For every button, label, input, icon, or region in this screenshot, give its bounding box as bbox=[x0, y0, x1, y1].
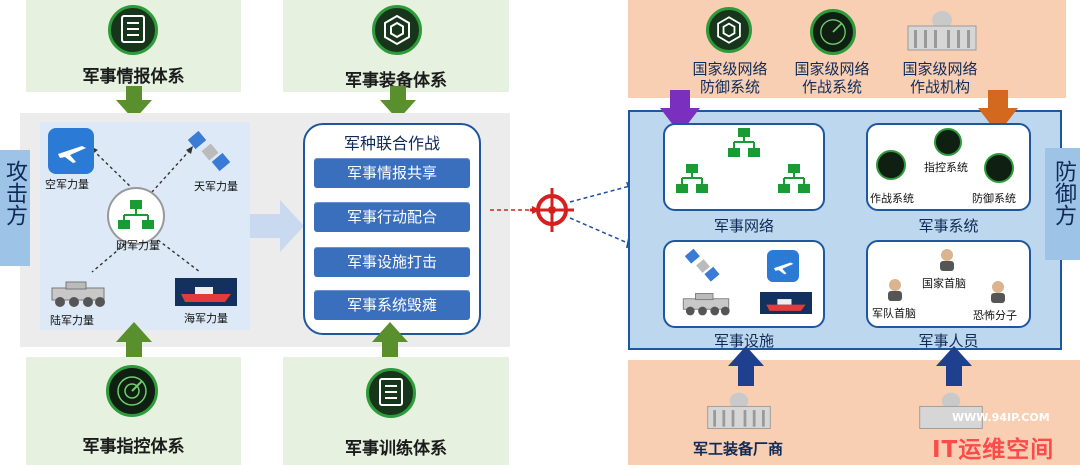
orange-down-arrow bbox=[978, 90, 1018, 134]
manufacturer-label: 军工装备厂商 bbox=[692, 440, 783, 458]
satellite-icon bbox=[187, 130, 232, 174]
attack-side-label: 攻击方 bbox=[2, 160, 27, 226]
defense-system-node-label: 防御系统 bbox=[972, 192, 1016, 205]
defense-system-radar-icon bbox=[984, 153, 1014, 183]
institution-building-icon bbox=[902, 6, 982, 56]
factory-building-icon-2 bbox=[912, 388, 990, 434]
target-crosshair-icon bbox=[490, 182, 637, 248]
op-action-coord: 军事行动配合 bbox=[314, 202, 470, 232]
command-system-radar-icon bbox=[934, 128, 962, 156]
terrorist-person-icon bbox=[988, 280, 1008, 304]
op-system-paralysis: 军事系统毁瘫 bbox=[314, 290, 470, 320]
watermark-url: WWW.94IP.COM bbox=[952, 411, 1050, 424]
combat-radar-icon bbox=[810, 9, 856, 55]
purple-down-arrow bbox=[660, 90, 700, 134]
intel-list-icon bbox=[108, 5, 158, 55]
watermark-logo: WWW.94IP.COM IT运维空间 bbox=[928, 408, 1080, 465]
navy-force-label: 海军力量 bbox=[184, 312, 228, 325]
military-person-icon bbox=[885, 278, 905, 302]
facility-satellite-icon bbox=[684, 248, 721, 284]
equipment-cube-icon bbox=[372, 5, 422, 55]
military-system-label: 军事系统 bbox=[918, 217, 979, 235]
command-system-node-label: 指控系统 bbox=[924, 161, 968, 174]
training-system-label: 军事训练体系 bbox=[345, 439, 447, 459]
training-list-icon bbox=[366, 368, 416, 418]
combat-system-node-label: 作战系统 bbox=[870, 192, 914, 205]
network-tree-icons bbox=[676, 128, 810, 193]
attack-side-label-box bbox=[0, 150, 30, 266]
factory-building-icon bbox=[700, 388, 778, 434]
facility-ship-icon bbox=[760, 292, 812, 314]
navy-up-arrow-left bbox=[728, 346, 764, 386]
terrorist-node-label: 恐怖分子 bbox=[973, 309, 1017, 322]
defense-side-label-box bbox=[1045, 148, 1080, 260]
facility-airplane-icon bbox=[767, 250, 799, 282]
combat-system-radar-icon bbox=[876, 150, 906, 180]
airplane-icon bbox=[48, 128, 94, 174]
op-facility-strike: 军事设施打击 bbox=[314, 247, 470, 277]
cyber-force-label: 网军力量 bbox=[116, 239, 160, 252]
equipment-system-label: 军事装备体系 bbox=[345, 71, 447, 91]
intel-system-label: 军事情报体系 bbox=[82, 67, 185, 87]
command-system-label: 军事指控体系 bbox=[82, 437, 185, 457]
equipment-down-arrow bbox=[380, 86, 416, 120]
defense-side-label: 防御方 bbox=[1051, 160, 1076, 226]
space-force-label: 天军力量 bbox=[194, 180, 238, 193]
military-leader-node-label: 军队首脑 bbox=[872, 307, 916, 320]
navy-up-arrow-right bbox=[936, 346, 972, 386]
leader-person-icon bbox=[937, 248, 957, 272]
manufacturer-box bbox=[628, 360, 1080, 465]
military-personnel-label: 军事人员 bbox=[918, 332, 979, 350]
army-force-label: 陆军力量 bbox=[50, 314, 94, 327]
national-combat-agency-label: 国家级网络作战机构 bbox=[902, 60, 978, 96]
air-force-label: 空军力量 bbox=[45, 178, 89, 191]
military-facility-label: 军事设施 bbox=[713, 332, 774, 350]
ship-icon bbox=[175, 278, 237, 306]
tank-icon bbox=[46, 278, 110, 310]
flow-right-arrow bbox=[250, 200, 304, 252]
op-intel-share: 军事情报共享 bbox=[314, 158, 470, 188]
command-up-arrow bbox=[116, 322, 152, 358]
intel-down-arrow bbox=[116, 86, 152, 120]
facility-tank-icon bbox=[676, 290, 736, 318]
military-network-label: 军事网络 bbox=[713, 217, 774, 235]
leader-node-label: 国家首脑 bbox=[922, 277, 966, 290]
command-radar-icon bbox=[106, 365, 158, 417]
training-up-arrow bbox=[372, 322, 408, 358]
joint-ops-title: 军种联合作战 bbox=[343, 134, 440, 153]
cyber-force-node bbox=[107, 187, 165, 245]
national-combat-system-label: 国家级网络作战系统 bbox=[794, 60, 870, 96]
watermark-brand: IT运维空间 bbox=[932, 437, 1055, 463]
defense-cube-icon bbox=[706, 7, 752, 53]
national-defense-system-label: 国家级网络防御系统 bbox=[692, 60, 768, 96]
